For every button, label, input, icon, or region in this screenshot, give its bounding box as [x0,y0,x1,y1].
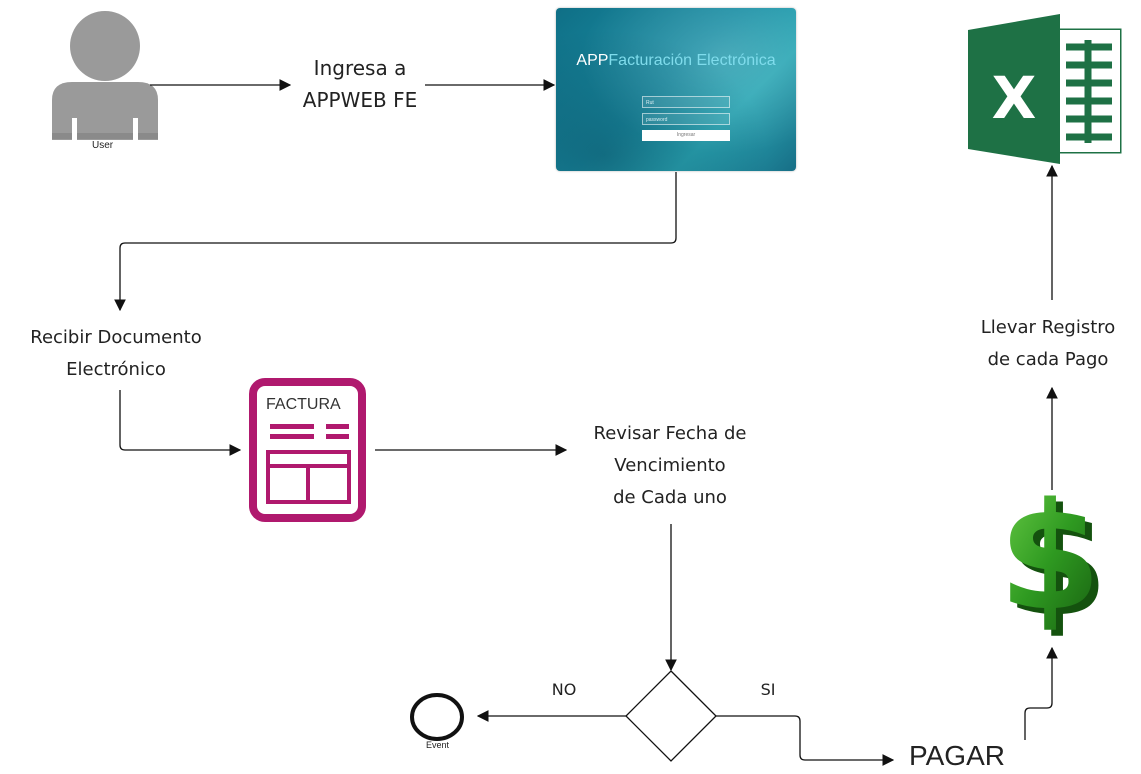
invoice-icon [249,378,366,522]
step-recibir-line1: Recibir Documento [30,327,202,348]
user-icon [52,11,158,140]
end-event-label: Event [426,740,450,750]
login-title: APPFacturación Electrónica [556,52,796,70]
step-revisar-line3: de Cada uno [613,487,727,508]
step-llevar: Llevar Registro de cada Pago [958,312,1138,376]
decision-si-label: SI [760,680,776,699]
decision-no-label: NO [551,680,577,699]
step-recibir: Recibir Documento Electrónico [0,322,232,386]
step-pagar: PAGAR [909,740,1005,771]
step-revisar: Revisar Fecha de Vencimiento de Cada uno [568,418,772,514]
step-revisar-line2: Vencimiento [614,455,726,476]
svg-text:X: X [992,64,1037,132]
login-screen-screenshot: APPFacturación Electrónica Rut password … [556,8,796,171]
step-ingresa-line1: Ingresa a [313,56,407,80]
step-ingresa: Ingresa a APPWEB FE [280,52,440,116]
dollar-icon: $ $ [999,471,1109,649]
login-title-app: APP [576,52,609,69]
svg-text:$: $ [1006,477,1109,649]
login-submit-button: Ingresar [642,130,730,141]
step-revisar-line1: Revisar Fecha de [593,423,747,444]
step-recibir-line2: Electrónico [66,359,166,380]
login-password-field: password [642,113,730,125]
step-ingresa-line2: APPWEB FE [302,88,418,112]
svg-text:$: $ [999,471,1102,643]
excel-icon: X [968,14,1122,164]
login-rut-field: Rut [642,96,730,108]
login-title-name: Facturación Electrónica [608,52,776,69]
step-llevar-line1: Llevar Registro [980,317,1116,338]
decision-diamond [625,670,717,762]
step-llevar-line2: de cada Pago [987,349,1109,370]
user-label: User [92,140,114,151]
end-event-circle [410,693,464,741]
flow-arrows [114,79,1058,766]
invoice-label: FACTURA [266,396,341,413]
